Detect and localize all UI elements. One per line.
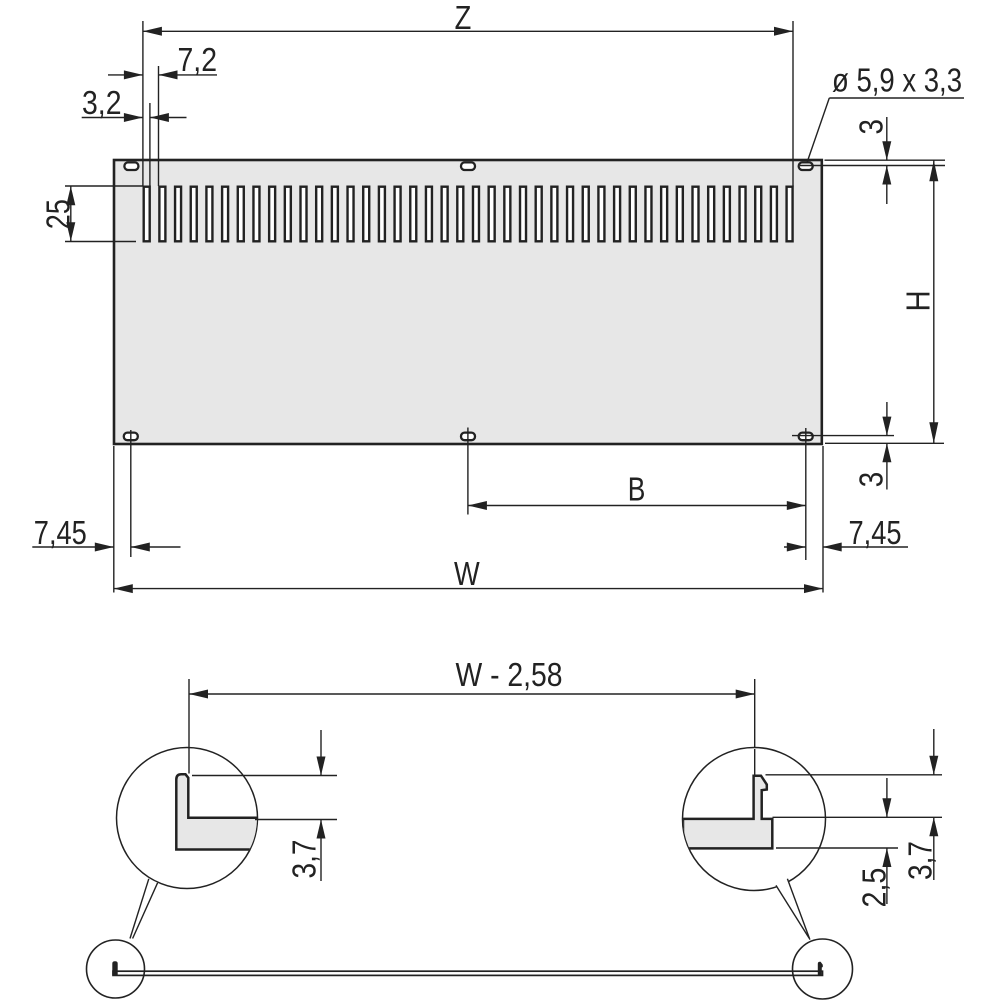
- svg-text:Z: Z: [455, 0, 472, 36]
- svg-text:7,45: 7,45: [34, 514, 87, 551]
- svg-text:3,7: 3,7: [286, 840, 323, 879]
- svg-text:3: 3: [853, 472, 890, 487]
- svg-text:25: 25: [41, 199, 77, 229]
- svg-text:3,7: 3,7: [902, 841, 939, 880]
- svg-text:H: H: [900, 290, 937, 311]
- svg-text:3,2: 3,2: [82, 84, 122, 121]
- svg-text:W: W: [454, 557, 480, 593]
- svg-text:7,2: 7,2: [178, 41, 218, 78]
- svg-text:B: B: [628, 472, 646, 508]
- svg-text:7,45: 7,45: [849, 514, 902, 551]
- svg-text:3: 3: [853, 119, 890, 134]
- svg-text:2,5: 2,5: [856, 868, 893, 908]
- svg-text:ø 5,9 x 3,3: ø 5,9 x 3,3: [832, 62, 962, 99]
- svg-text:W - 2,58: W - 2,58: [456, 656, 563, 693]
